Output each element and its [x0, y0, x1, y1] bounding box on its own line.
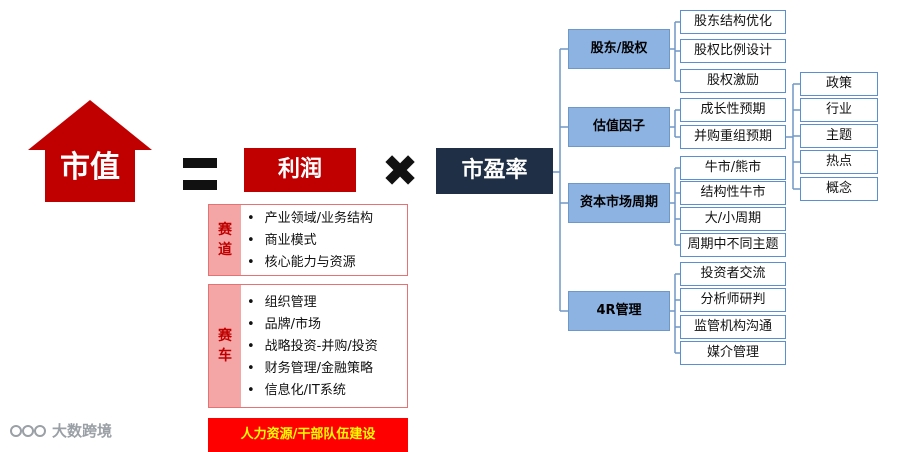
track-block: 赛道 产业领域/业务结构 商业模式 核心能力与资源 [208, 204, 408, 276]
list-item: 财务管理/金融策略 [247, 358, 378, 380]
equals-sign-top [183, 158, 217, 168]
sub-item: 投资者交流 [680, 262, 786, 286]
sub-item: 牛市/熊市 [680, 156, 786, 180]
car-label: 赛车 [209, 285, 241, 407]
sub-item: 股东结构优化 [680, 10, 786, 34]
track-list: 产业领域/业务结构 商业模式 核心能力与资源 [247, 208, 373, 274]
car-block: 赛车 组织管理 品牌/市场 战略投资-并购/投资 财务管理/金融策略 信息化/I… [208, 284, 408, 408]
sub-item: 媒介管理 [680, 341, 786, 365]
foundation-bar: 人力资源/干部队伍建设 [208, 418, 408, 452]
category-valuation: 估值因子 [568, 107, 670, 147]
list-item: 核心能力与资源 [247, 252, 373, 274]
equals-sign-bottom [183, 180, 217, 190]
theme-tag: 概念 [800, 177, 878, 201]
list-item: 商业模式 [247, 230, 373, 252]
sub-item: 监管机构沟通 [680, 315, 786, 339]
market-value-label: 市值 [60, 150, 120, 185]
sub-item: 结构性牛市 [680, 181, 786, 205]
sub-item: 周期中不同主题 [680, 233, 786, 257]
sub-item: 分析师研判 [680, 288, 786, 312]
sub-item: 成长性预期 [680, 98, 786, 122]
track-label: 赛道 [209, 205, 241, 275]
theme-tag: 政策 [800, 72, 878, 96]
category-4r: 4R管理 [568, 291, 670, 331]
category-market-cycle: 资本市场周期 [568, 183, 670, 223]
list-item: 信息化/IT系统 [247, 380, 378, 402]
list-item: 产业领域/业务结构 [247, 208, 373, 230]
track-label-text: 赛道 [218, 222, 232, 258]
theme-tag: 热点 [800, 150, 878, 174]
car-list: 组织管理 品牌/市场 战略投资-并购/投资 财务管理/金融策略 信息化/IT系统 [247, 292, 378, 402]
sub-item: 大/小周期 [680, 207, 786, 231]
sub-item: 股权激励 [680, 69, 786, 93]
theme-tag: 行业 [800, 98, 878, 122]
list-item: 组织管理 [247, 292, 378, 314]
watermark-text: 大数跨境 [52, 422, 113, 440]
sub-item: 并购重组预期 [680, 125, 786, 149]
watermark-logo-icon [10, 425, 46, 437]
category-shareholder: 股东/股权 [568, 29, 670, 69]
profit-box: 利润 [244, 148, 356, 192]
theme-tag: 主题 [800, 124, 878, 148]
house-roof [28, 100, 152, 150]
car-label-text: 赛车 [218, 328, 232, 364]
pe-ratio-box: 市盈率 [436, 148, 553, 194]
list-item: 品牌/市场 [247, 314, 378, 336]
multiply-icon: ✖ [381, 146, 419, 197]
sub-item: 股权比例设计 [680, 39, 786, 63]
list-item: 战略投资-并购/投资 [247, 336, 378, 358]
house-body [45, 146, 135, 202]
